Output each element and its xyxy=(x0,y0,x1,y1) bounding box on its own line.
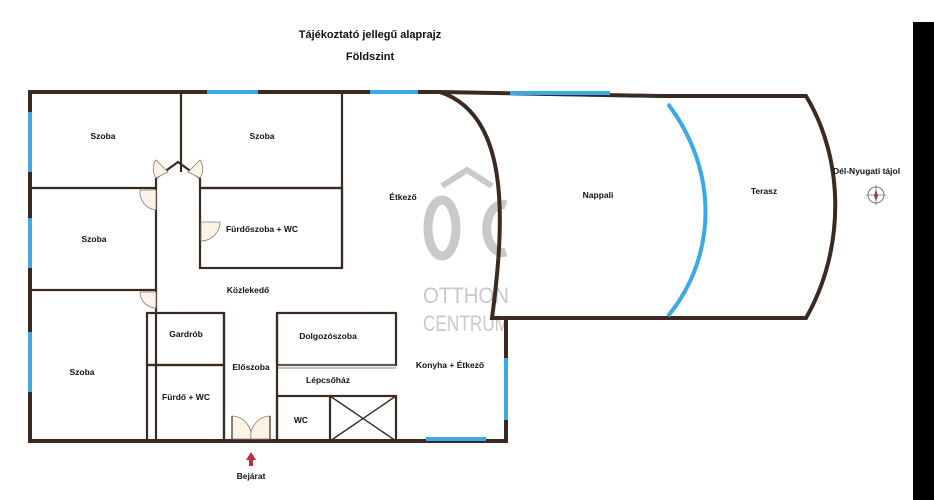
room-label-kozlekedo: Közlekedő xyxy=(227,285,270,295)
room-label-szoba-1: Szoba xyxy=(90,131,115,141)
windows xyxy=(28,90,708,441)
plan-subtitle: Földszint xyxy=(345,51,395,63)
room-label-szoba-2: Szoba xyxy=(249,131,274,141)
entrance-arrow-icon xyxy=(246,452,256,466)
room-label-terasz: Terasz xyxy=(751,186,777,196)
room-label-wc: WC xyxy=(294,415,308,425)
orientation-label: Dél-Nyugati tájol xyxy=(833,166,900,176)
room-label-konyha-etkezo: Konyha + Étkező xyxy=(416,360,484,370)
room-label-lepcsohaz: Lépcsőház xyxy=(306,375,350,385)
room-label-dolgozoszoba: Dolgozószoba xyxy=(299,331,357,341)
room-label-gardrob: Gardrób xyxy=(169,329,203,339)
room-label-nappali: Nappali xyxy=(583,190,614,200)
room-label-etkezo: Étkező xyxy=(389,192,416,202)
room-label-szoba-3: Szoba xyxy=(81,234,106,244)
black-side-bar xyxy=(913,22,934,500)
outer-walls xyxy=(28,90,838,443)
entrance-label: Bejárat xyxy=(237,471,266,481)
doors xyxy=(139,159,271,440)
watermark-line2: CENTRUM xyxy=(423,311,509,336)
otthon-centrum-logo: OTTHON CENTRUM xyxy=(423,166,509,336)
plan-title: Tájékoztató jellegű alaprajz xyxy=(298,29,442,41)
room-label-szoba-4: Szoba xyxy=(69,367,94,377)
room-label-eloszoba: Előszoba xyxy=(232,362,270,372)
compass-icon xyxy=(866,185,886,205)
inner-walls xyxy=(30,94,398,443)
room-label-furdoszoba-wc: Fürdőszoba + WC xyxy=(226,224,298,234)
room-label-furdo-wc: Fürdő + WC xyxy=(162,392,210,402)
